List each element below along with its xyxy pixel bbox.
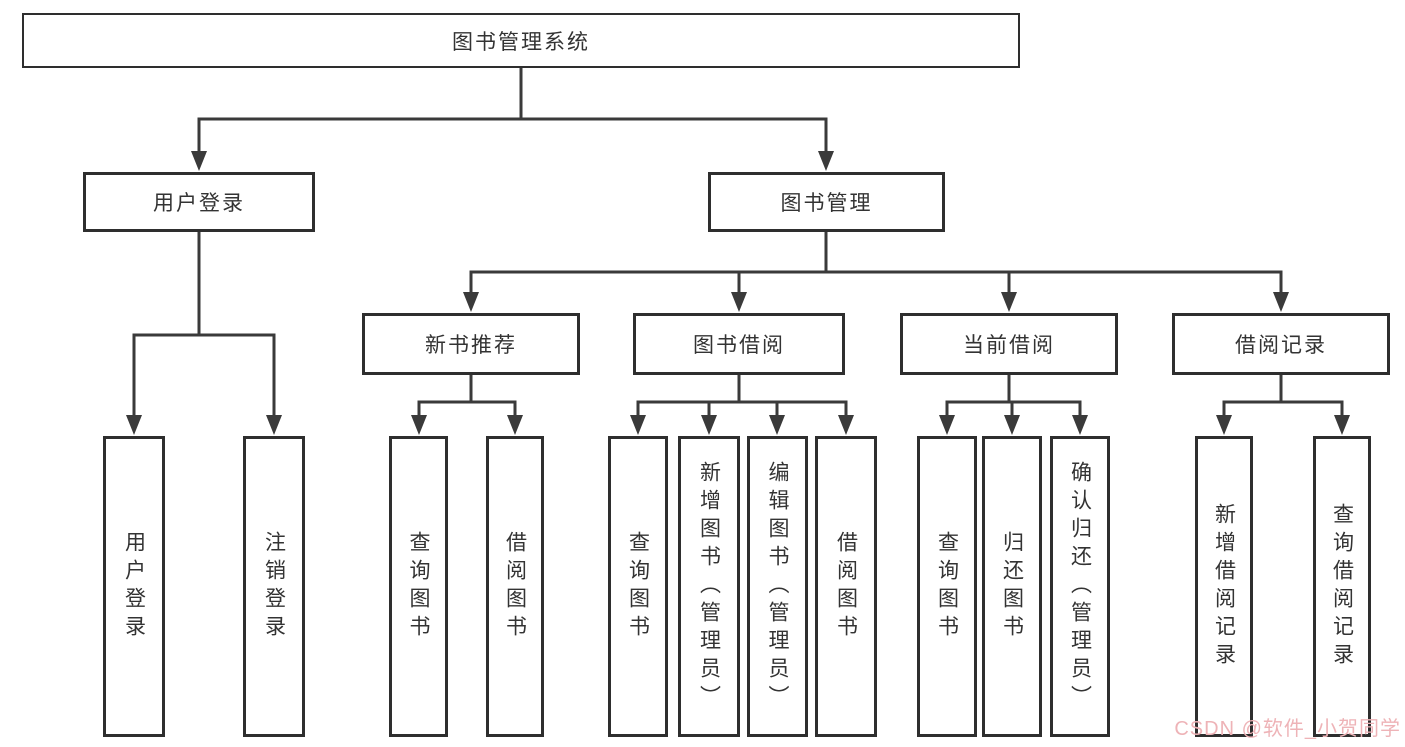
- leaf-current-confirm: 确认归还（管理员）: [1050, 436, 1110, 737]
- node-book-mgmt: 图书管理: [708, 172, 945, 232]
- leaf-newbooks-query: 查询图书: [389, 436, 448, 737]
- leaf-user-login: 用户登录: [103, 436, 165, 737]
- leaf-newbooks-borrow: 借阅图书: [486, 436, 544, 737]
- leaf-borrow-add: 新增图书（管理员）: [678, 436, 740, 737]
- leaf-borrow-edit: 编辑图书（管理员）: [747, 436, 808, 737]
- node-root: 图书管理系统: [22, 13, 1020, 68]
- leaf-borrow-borrow: 借阅图书: [815, 436, 877, 737]
- leaf-logout: 注销登录: [243, 436, 305, 737]
- node-borrow-records: 借阅记录: [1172, 313, 1390, 375]
- leaf-records-add: 新增借阅记录: [1195, 436, 1253, 737]
- leaf-records-query: 查询借阅记录: [1313, 436, 1371, 737]
- node-new-books: 新书推荐: [362, 313, 580, 375]
- leaf-borrow-query: 查询图书: [608, 436, 668, 737]
- leaf-current-return: 归还图书: [982, 436, 1042, 737]
- node-book-borrow: 图书借阅: [633, 313, 845, 375]
- node-user-login: 用户登录: [83, 172, 315, 232]
- node-current-borrow: 当前借阅: [900, 313, 1118, 375]
- leaf-current-query: 查询图书: [917, 436, 977, 737]
